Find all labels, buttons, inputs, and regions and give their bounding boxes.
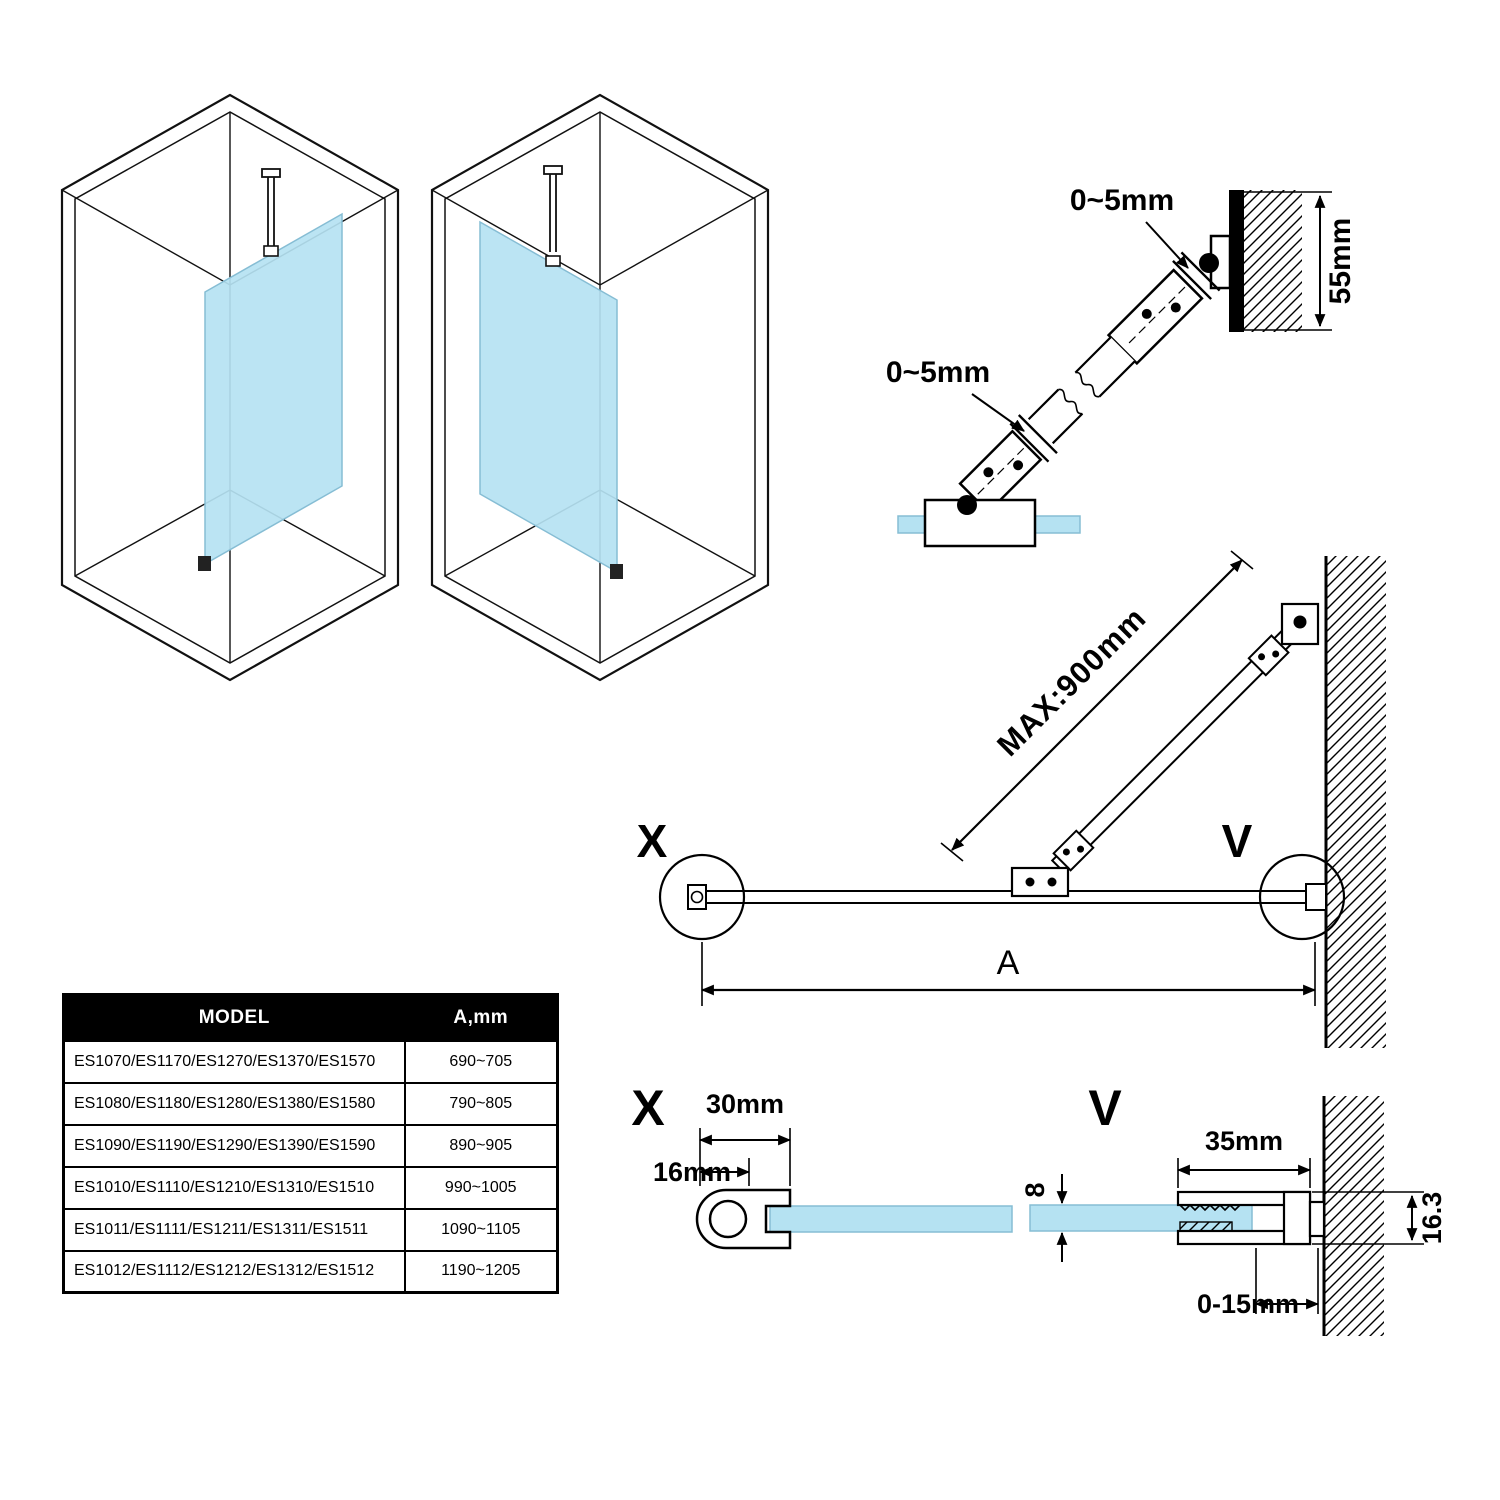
detail-x: X 30mm 16mm xyxy=(631,1080,1013,1250)
gap-mid-label: 0~5mm xyxy=(886,356,990,389)
dim-a-label: A xyxy=(997,944,1020,982)
panel-clamp xyxy=(1010,866,1070,898)
screw-dot xyxy=(1272,650,1280,658)
model-cell: ES1010/ES1110/ES1210/ES1310/ES1510 xyxy=(62,1165,406,1210)
screw-dot xyxy=(983,467,994,478)
bar-glass-clamp xyxy=(263,245,279,257)
a-value-cell: 890~905 xyxy=(403,1123,559,1168)
tube-break-squiggle xyxy=(1058,371,1100,415)
gap-top-leader xyxy=(1145,221,1189,269)
table-row: ES1070/ES1170/ES1270/ES1370/ES1570 690~7… xyxy=(62,1039,559,1084)
dim-35-label: 35mm xyxy=(1205,1126,1283,1156)
floor-foot xyxy=(198,556,211,571)
bar-glass-clamp xyxy=(545,255,561,267)
clamp-teeth xyxy=(1179,1203,1241,1212)
table-row: ES1080/ES1180/ES1280/ES1380/ES1580 790~8… xyxy=(62,1081,559,1126)
dim-max-ticks xyxy=(940,550,1254,862)
iso-view-left xyxy=(60,93,400,682)
table-row: ES1011/ES1111/ES1211/ES1311/ES1511 1090~… xyxy=(62,1207,559,1252)
a-value-cell: 1090~1105 xyxy=(403,1207,559,1252)
a-value-cell: 1190~1205 xyxy=(403,1249,559,1294)
wall-pivot-dot xyxy=(1199,253,1219,273)
wall-hatch xyxy=(1326,556,1386,1048)
ceiling-mount xyxy=(543,165,563,175)
detail-x-circle xyxy=(658,853,746,941)
glass-clamp-block xyxy=(923,498,1037,548)
screw-dot xyxy=(1013,460,1024,471)
screw-dot xyxy=(1170,302,1181,313)
iso-view-right xyxy=(430,93,770,682)
model-cell: ES1011/ES1111/ES1211/ES1311/ES1511 xyxy=(62,1207,406,1252)
screw-dot xyxy=(1025,877,1035,887)
dim-8-label: 8 xyxy=(1020,1182,1050,1197)
floor-foot xyxy=(610,564,623,579)
detail-x-title: X xyxy=(631,1080,664,1136)
model-cell: ES1090/ES1190/ES1290/ES1390/ES1590 xyxy=(62,1123,406,1168)
model-cell: ES1080/ES1180/ES1280/ES1380/ES1580 xyxy=(62,1081,406,1126)
dim-163-extension-lines xyxy=(1312,1191,1424,1245)
glass-panel xyxy=(204,212,343,566)
a-value-cell: 990~1005 xyxy=(403,1165,559,1210)
wall-profile-end xyxy=(1305,883,1327,911)
table-row: ES1090/ES1190/ES1290/ES1390/ES1590 890~9… xyxy=(62,1123,559,1168)
table-header-row: MODEL A,mm xyxy=(62,993,559,1042)
glass-strip xyxy=(769,1205,1013,1233)
plan-view: MAX:900mm X V A xyxy=(637,550,1386,1048)
wall-hatch xyxy=(1244,190,1302,332)
screw-dot xyxy=(1258,653,1266,661)
model-cell: ES1012/ES1112/ES1212/ES1312/ES1512 xyxy=(62,1249,406,1294)
dim-163-label: 16.3 xyxy=(1417,1192,1447,1245)
glass-pivot-dot xyxy=(957,495,977,515)
ceiling-support-bar xyxy=(549,174,557,252)
angled-bar xyxy=(958,251,1221,514)
support-bar-detail: 55mm 0~5mm 0~5 xyxy=(886,184,1357,548)
screw-dot xyxy=(1047,877,1057,887)
a-value-cell: 790~805 xyxy=(403,1081,559,1126)
dim-max-line xyxy=(951,559,1243,851)
detail-v-circle xyxy=(1258,853,1346,941)
wall-profile-end-block xyxy=(1282,1190,1312,1246)
wall-hatch xyxy=(1324,1096,1384,1336)
glass-panel xyxy=(479,220,618,574)
ceiling-mount xyxy=(261,168,281,178)
detail-v-marker-label: V xyxy=(1222,815,1253,867)
dim-35-extension-lines xyxy=(1177,1158,1311,1188)
ceiling-support-bar xyxy=(267,177,275,250)
dim-55-label: 55mm xyxy=(1324,218,1357,305)
gap-top-label: 0~5mm xyxy=(1070,184,1174,217)
end-post-tube xyxy=(690,890,704,904)
model-spec-table: MODEL A,mm ES1070/ES1170/ES1270/ES1370/E… xyxy=(62,993,559,1294)
end-post-profile xyxy=(687,884,707,910)
detail-v-title: V xyxy=(1088,1080,1122,1136)
table-row: ES1012/ES1112/ES1212/ES1312/ES1512 1190~… xyxy=(62,1249,559,1294)
detail-v: V 8 35mm 16.3 0-15mm xyxy=(1020,1080,1447,1336)
gasket-hatch-block xyxy=(1179,1221,1233,1232)
a-column-header: A,mm xyxy=(403,993,559,1042)
screw-dot xyxy=(1141,308,1152,319)
post-tube-section xyxy=(708,1199,748,1239)
dim-015-label: 0-15mm xyxy=(1197,1289,1299,1319)
wall-surface xyxy=(1229,190,1244,332)
model-cell: ES1070/ES1170/ES1270/ES1370/ES1570 xyxy=(62,1039,406,1084)
dim-55-extension-lines xyxy=(1244,191,1332,331)
wall-pivot-dot xyxy=(1293,615,1307,629)
dim-30-label: 30mm xyxy=(706,1089,784,1119)
wall-connector xyxy=(1308,1200,1326,1238)
gap-mid-leader xyxy=(971,393,1025,432)
detail-x-marker-label: X xyxy=(637,815,668,867)
a-value-cell: 690~705 xyxy=(403,1039,559,1084)
dim-max-label: MAX:900mm xyxy=(990,600,1153,763)
model-column-header: MODEL xyxy=(62,993,406,1042)
table-row: ES1010/ES1110/ES1210/ES1310/ES1510 990~1… xyxy=(62,1165,559,1210)
